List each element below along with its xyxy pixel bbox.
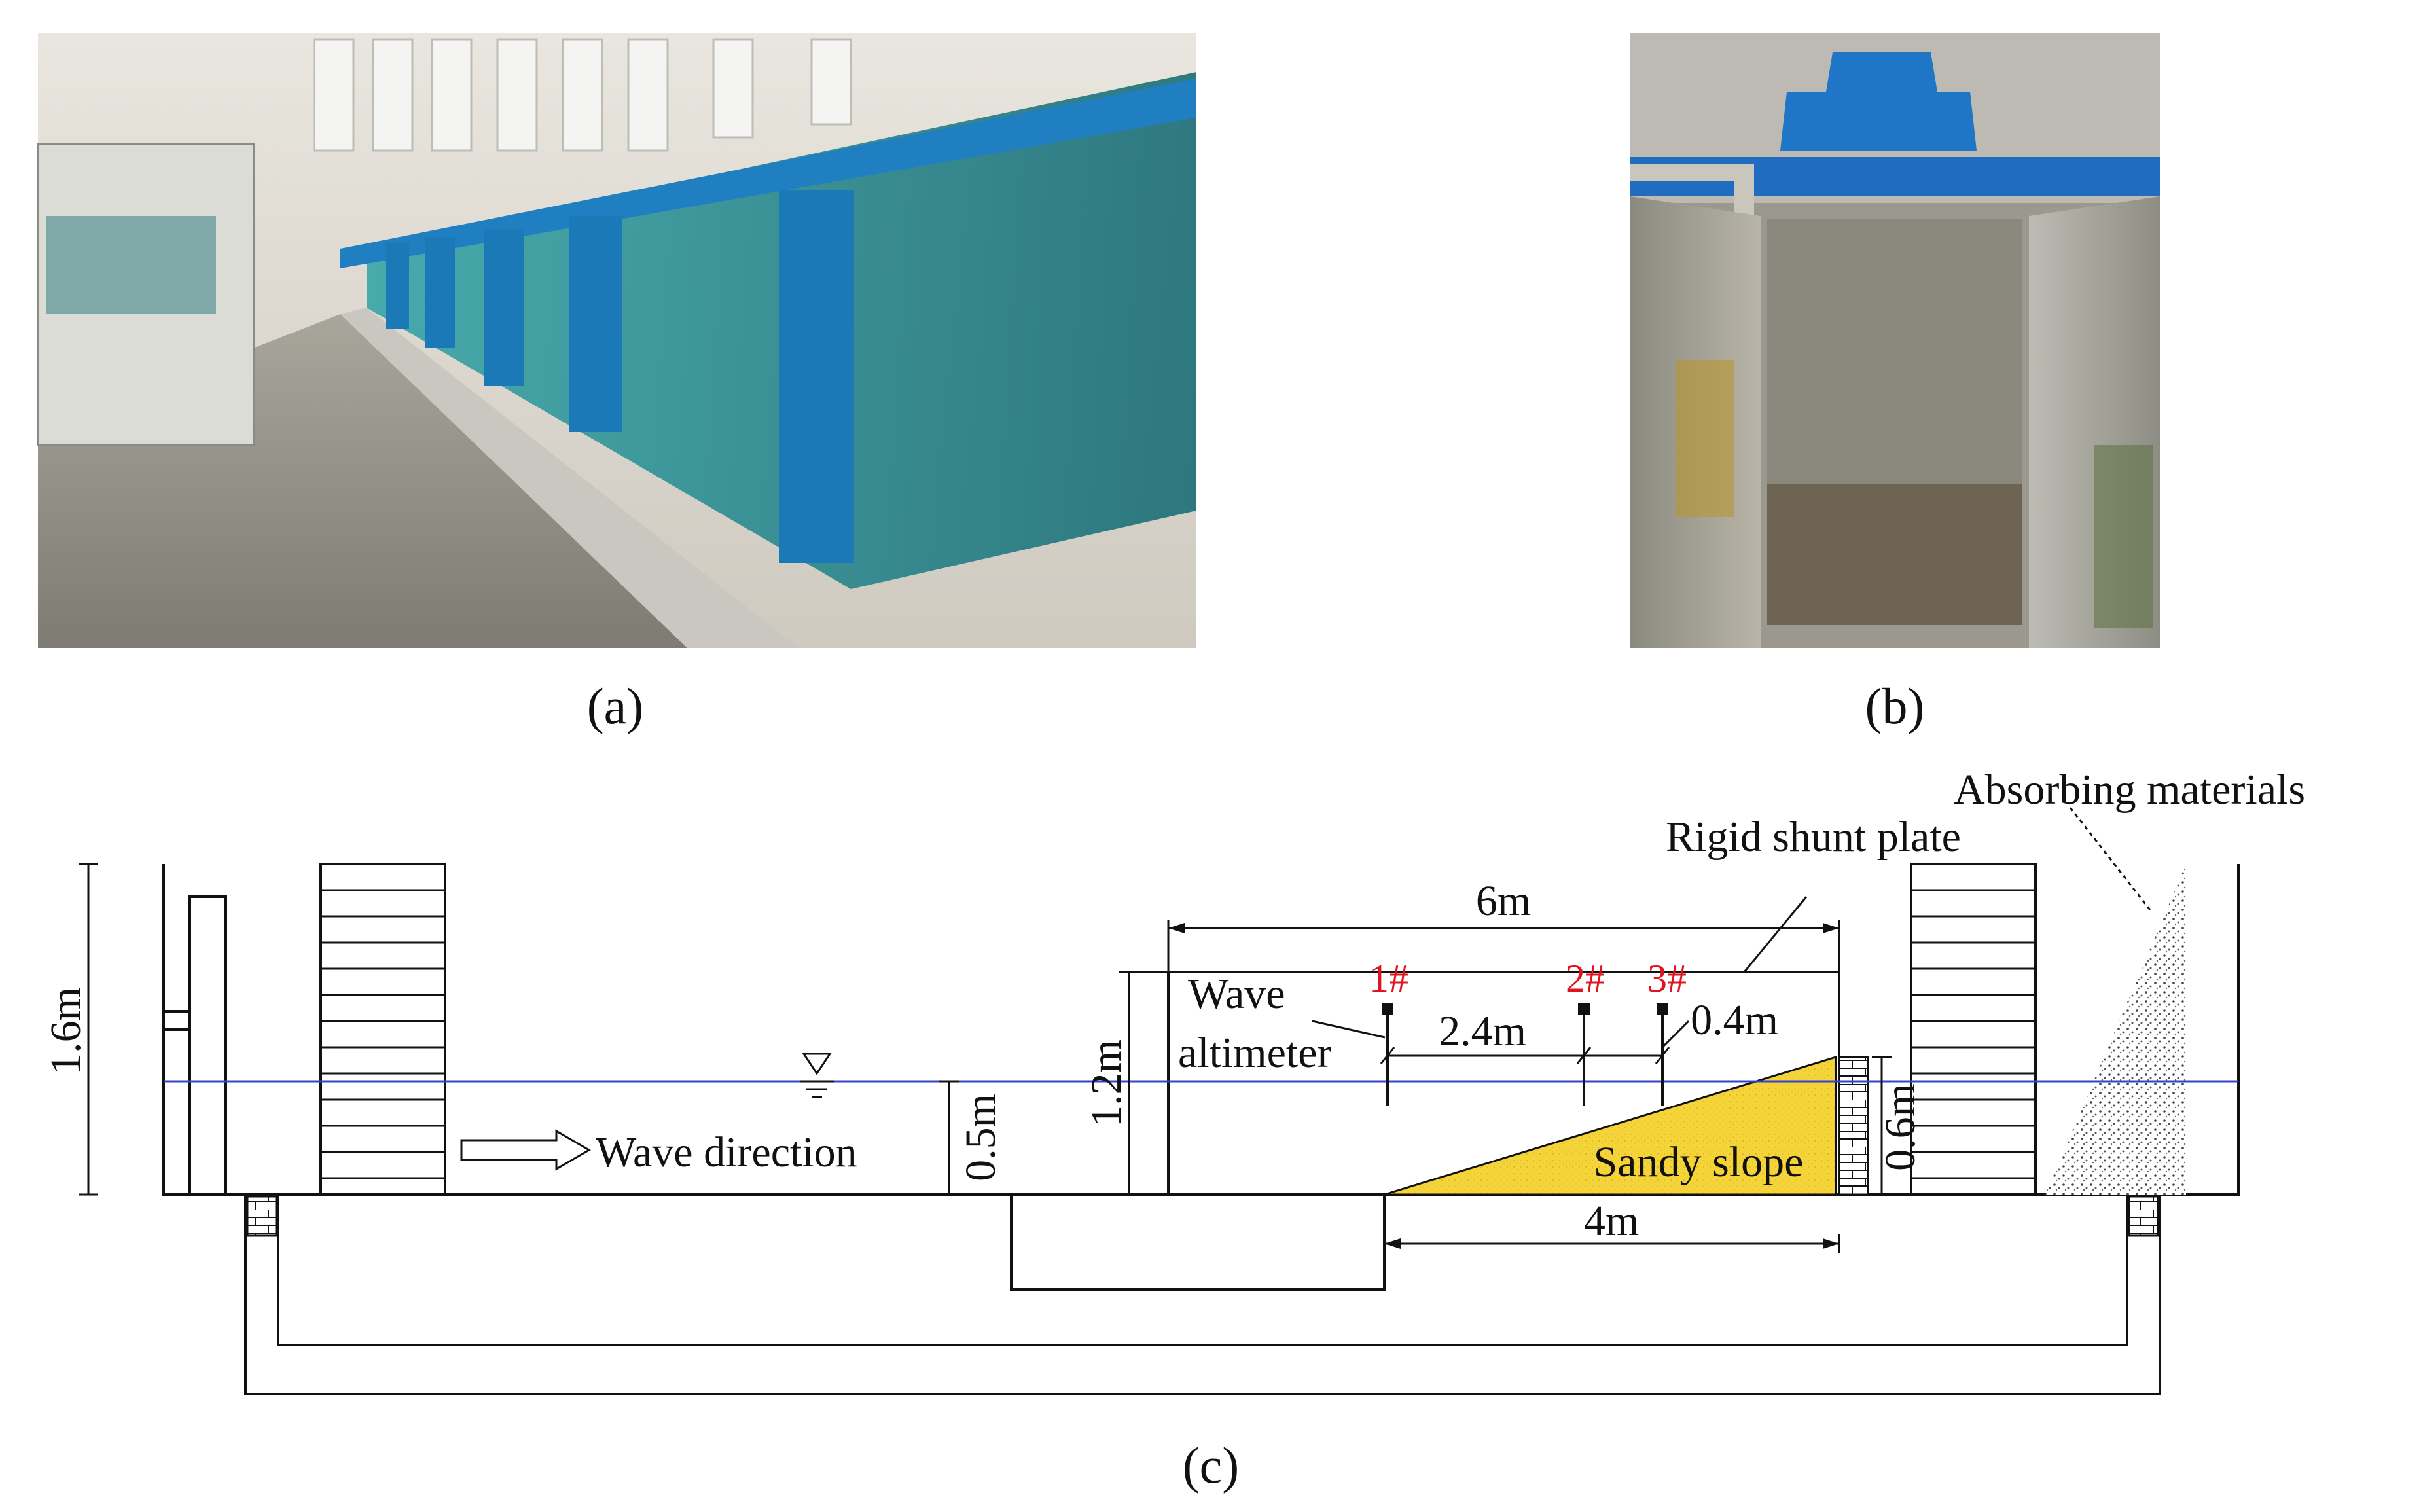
caption-c: (c) [1183,1437,1240,1494]
label-box-height: 1.2m [1083,1039,1130,1127]
label-rigid-shunt-plate: Rigid shunt plate [1666,813,1961,861]
photo-a-top-beam [340,79,1196,268]
label-gauge-spacing-1: 2.4m [1439,1007,1526,1055]
gauge-3 [1657,1003,1668,1015]
gauge-2-label: 2# [1566,957,1605,1000]
photo-a-windows [313,38,852,152]
gauge-1-label: 1# [1369,957,1408,1000]
photo-a-curb [340,308,798,648]
water-level-symbol [800,1053,834,1098]
leader-shunt-plate [1743,896,1808,973]
left-damper [319,863,446,1196]
pipe-inlet-left [246,1195,278,1237]
photo-a-columns [386,190,854,563]
sandy-slope [1384,1055,1837,1196]
photo-b-pipe [1630,164,1754,181]
gauge-3-label: 3# [1647,957,1687,1000]
wave-paddle [188,895,227,1196]
leader-gauge-3 [1661,1020,1690,1049]
photo-panel-a [37,33,1196,648]
photo-b-water [1767,484,2022,625]
photo-a-cabin-window [46,216,216,314]
gauge-2 [1578,1003,1590,1015]
leader-absorbing [2067,804,2151,910]
rigid-shunt-plate [1838,1056,1869,1196]
schematic-labels: 1.6m 0.5m 1.2m 0.6m 6m 4m 2.4m 0.4m Wave… [42,766,2305,1245]
label-sandy-slope: Sandy slope [1594,1138,1804,1186]
leader-wave-altimeter [1312,1020,1386,1039]
gauge-labels: 1# 2# 3# [1369,957,1687,1000]
right-damper-slats [1911,889,2035,1179]
photo-panel-b [1630,33,2160,648]
dimension-lines [79,804,2151,1253]
label-absorbing-materials: Absorbing materials [1954,766,2305,814]
photo-b-wavemaker-top [1780,52,1977,151]
photo-b-moss-left [1676,360,1734,517]
label-water-depth: 0.5m [957,1094,1005,1181]
return-pipe-outer [244,1195,2161,1395]
label-wave-direction: Wave direction [596,1128,857,1176]
left-damper-slats [321,889,445,1179]
right-damper [1910,863,2037,1196]
label-flume-height: 1.6m [42,987,90,1075]
dim-arrows [1168,923,1839,1249]
caption-a: (a) [587,677,644,734]
wave-gauges [1382,1003,1668,1106]
sediment-pit [1010,1195,1386,1291]
pipe-inlet-right [2128,1195,2159,1237]
gauge-1 [1382,1003,1393,1015]
schematic-panel-c [162,863,2240,1395]
label-wave-altimeter-1: Wave [1188,970,1285,1018]
label-gauge-spacing-2: 0.4m [1691,996,1778,1044]
label-slope-length: 4m [1584,1197,1639,1245]
label-box-length: 6m [1476,877,1531,925]
wave-direction-arrow [460,1129,591,1171]
caption-b: (b) [1865,677,1925,734]
absorbing-materials [2045,864,2186,1195]
label-wave-altimeter-2: altimeter [1178,1029,1332,1077]
photo-b-moss-right [2094,445,2153,628]
label-plate-height: 0.6m [1876,1083,1924,1171]
return-pipe-inner [277,1195,2128,1346]
